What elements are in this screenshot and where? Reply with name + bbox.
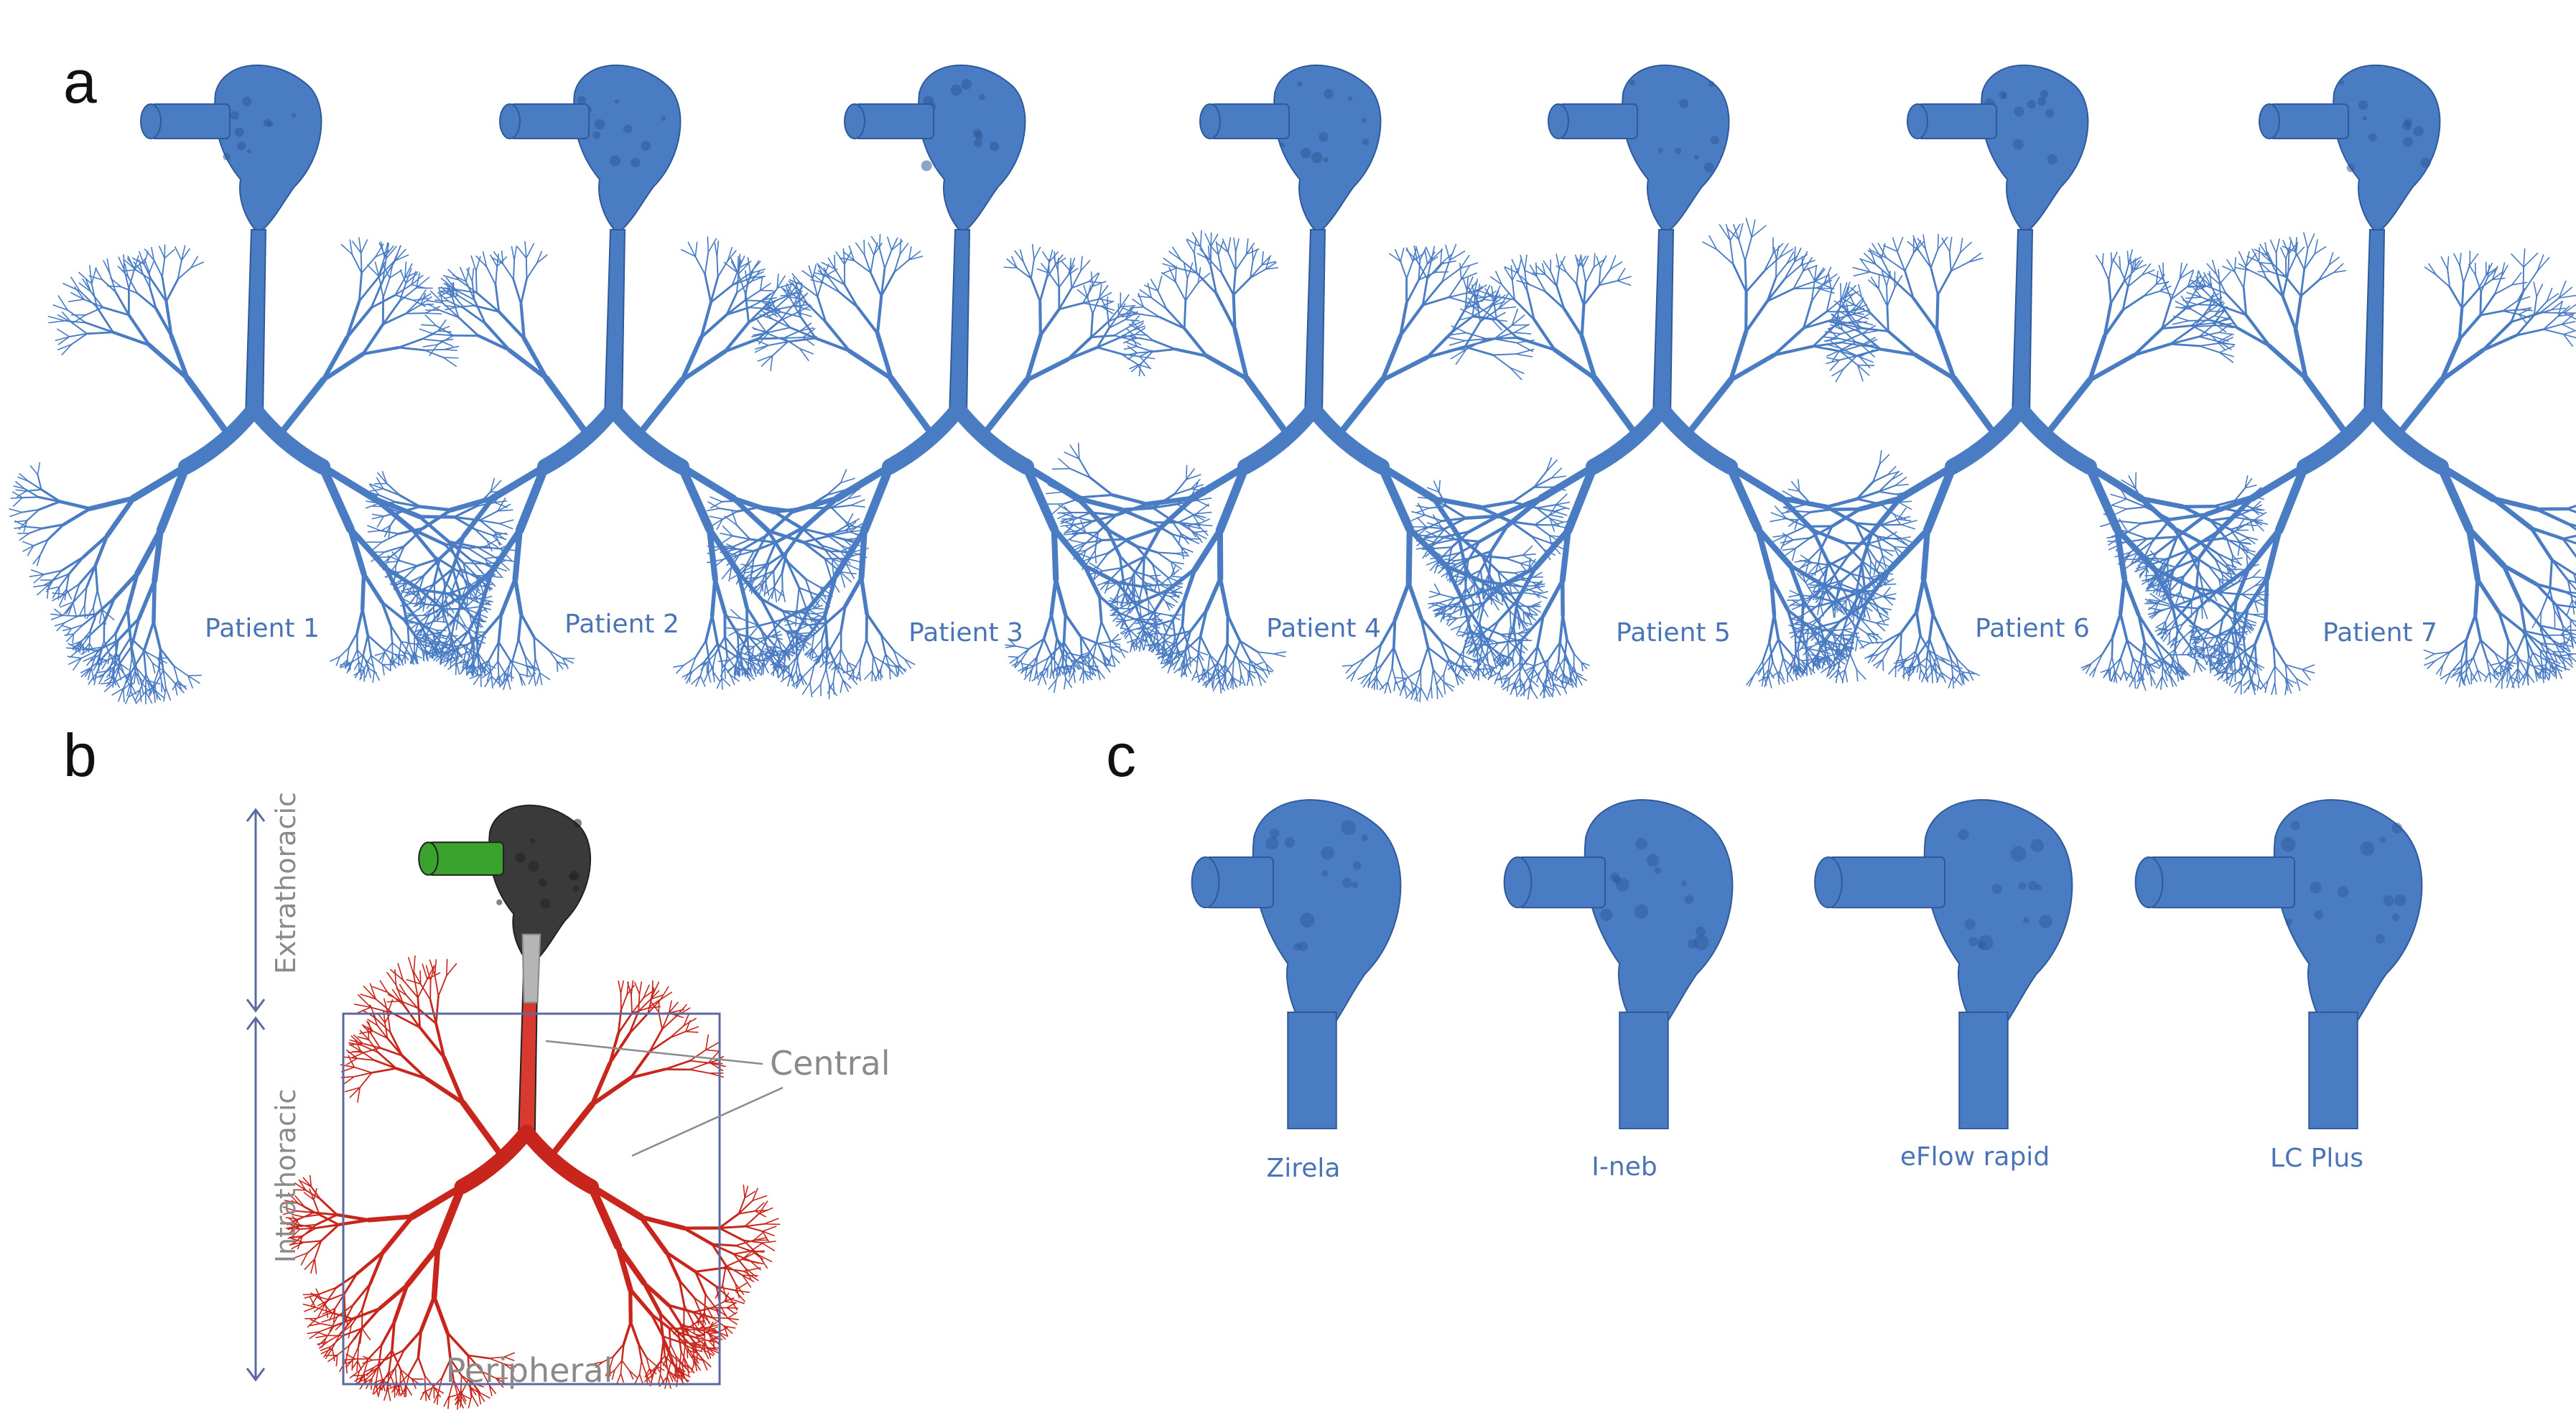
panel-b-letter: b [63, 721, 97, 789]
patient-label-1: Patient 1 [205, 614, 320, 643]
airway-model-patient-1 [9, 64, 517, 705]
patient-label-4: Patient 4 [1266, 614, 1381, 643]
patient-label-2: Patient 2 [564, 610, 679, 639]
extrathoracic-extent-arrow [246, 808, 266, 1013]
patient-label-5: Patient 5 [1616, 618, 1731, 648]
panel-a-letter: a [63, 48, 97, 116]
patient-label-7: Patient 7 [2322, 618, 2437, 648]
device-model-ineb [1503, 799, 1734, 1129]
airway-model-patient-6 [1770, 64, 2269, 691]
device-model-zirela [1191, 799, 1402, 1129]
device-label-lc-plus: LC Plus [2270, 1144, 2363, 1173]
patient-label-3: Patient 3 [908, 618, 1023, 648]
peripheral-label: Peripheral [445, 1351, 613, 1390]
device-model-eflow-rapid [1814, 799, 2073, 1129]
intrathoracic-extent-arrow [246, 1016, 266, 1382]
intrathoracic-region-box [342, 1012, 721, 1386]
device-label-eflow-rapid: eFlow rapid [1900, 1142, 2050, 1172]
patient-label-6: Patient 6 [1975, 614, 2090, 643]
central-label: Central [770, 1044, 891, 1083]
device-label-ineb: I-neb [1591, 1152, 1657, 1182]
device-label-zirela: Zirela [1266, 1154, 1341, 1183]
central-leader-line-bronchus [631, 1086, 784, 1157]
central-leader-line-trachea [545, 1040, 763, 1065]
segmented-airway-model [282, 804, 781, 1410]
device-model-lc-plus [2134, 799, 2423, 1129]
airway-model-patient-7 [2100, 64, 2576, 696]
panel-c-letter: c [1106, 721, 1136, 789]
airway-model-patient-4 [1046, 64, 1571, 703]
